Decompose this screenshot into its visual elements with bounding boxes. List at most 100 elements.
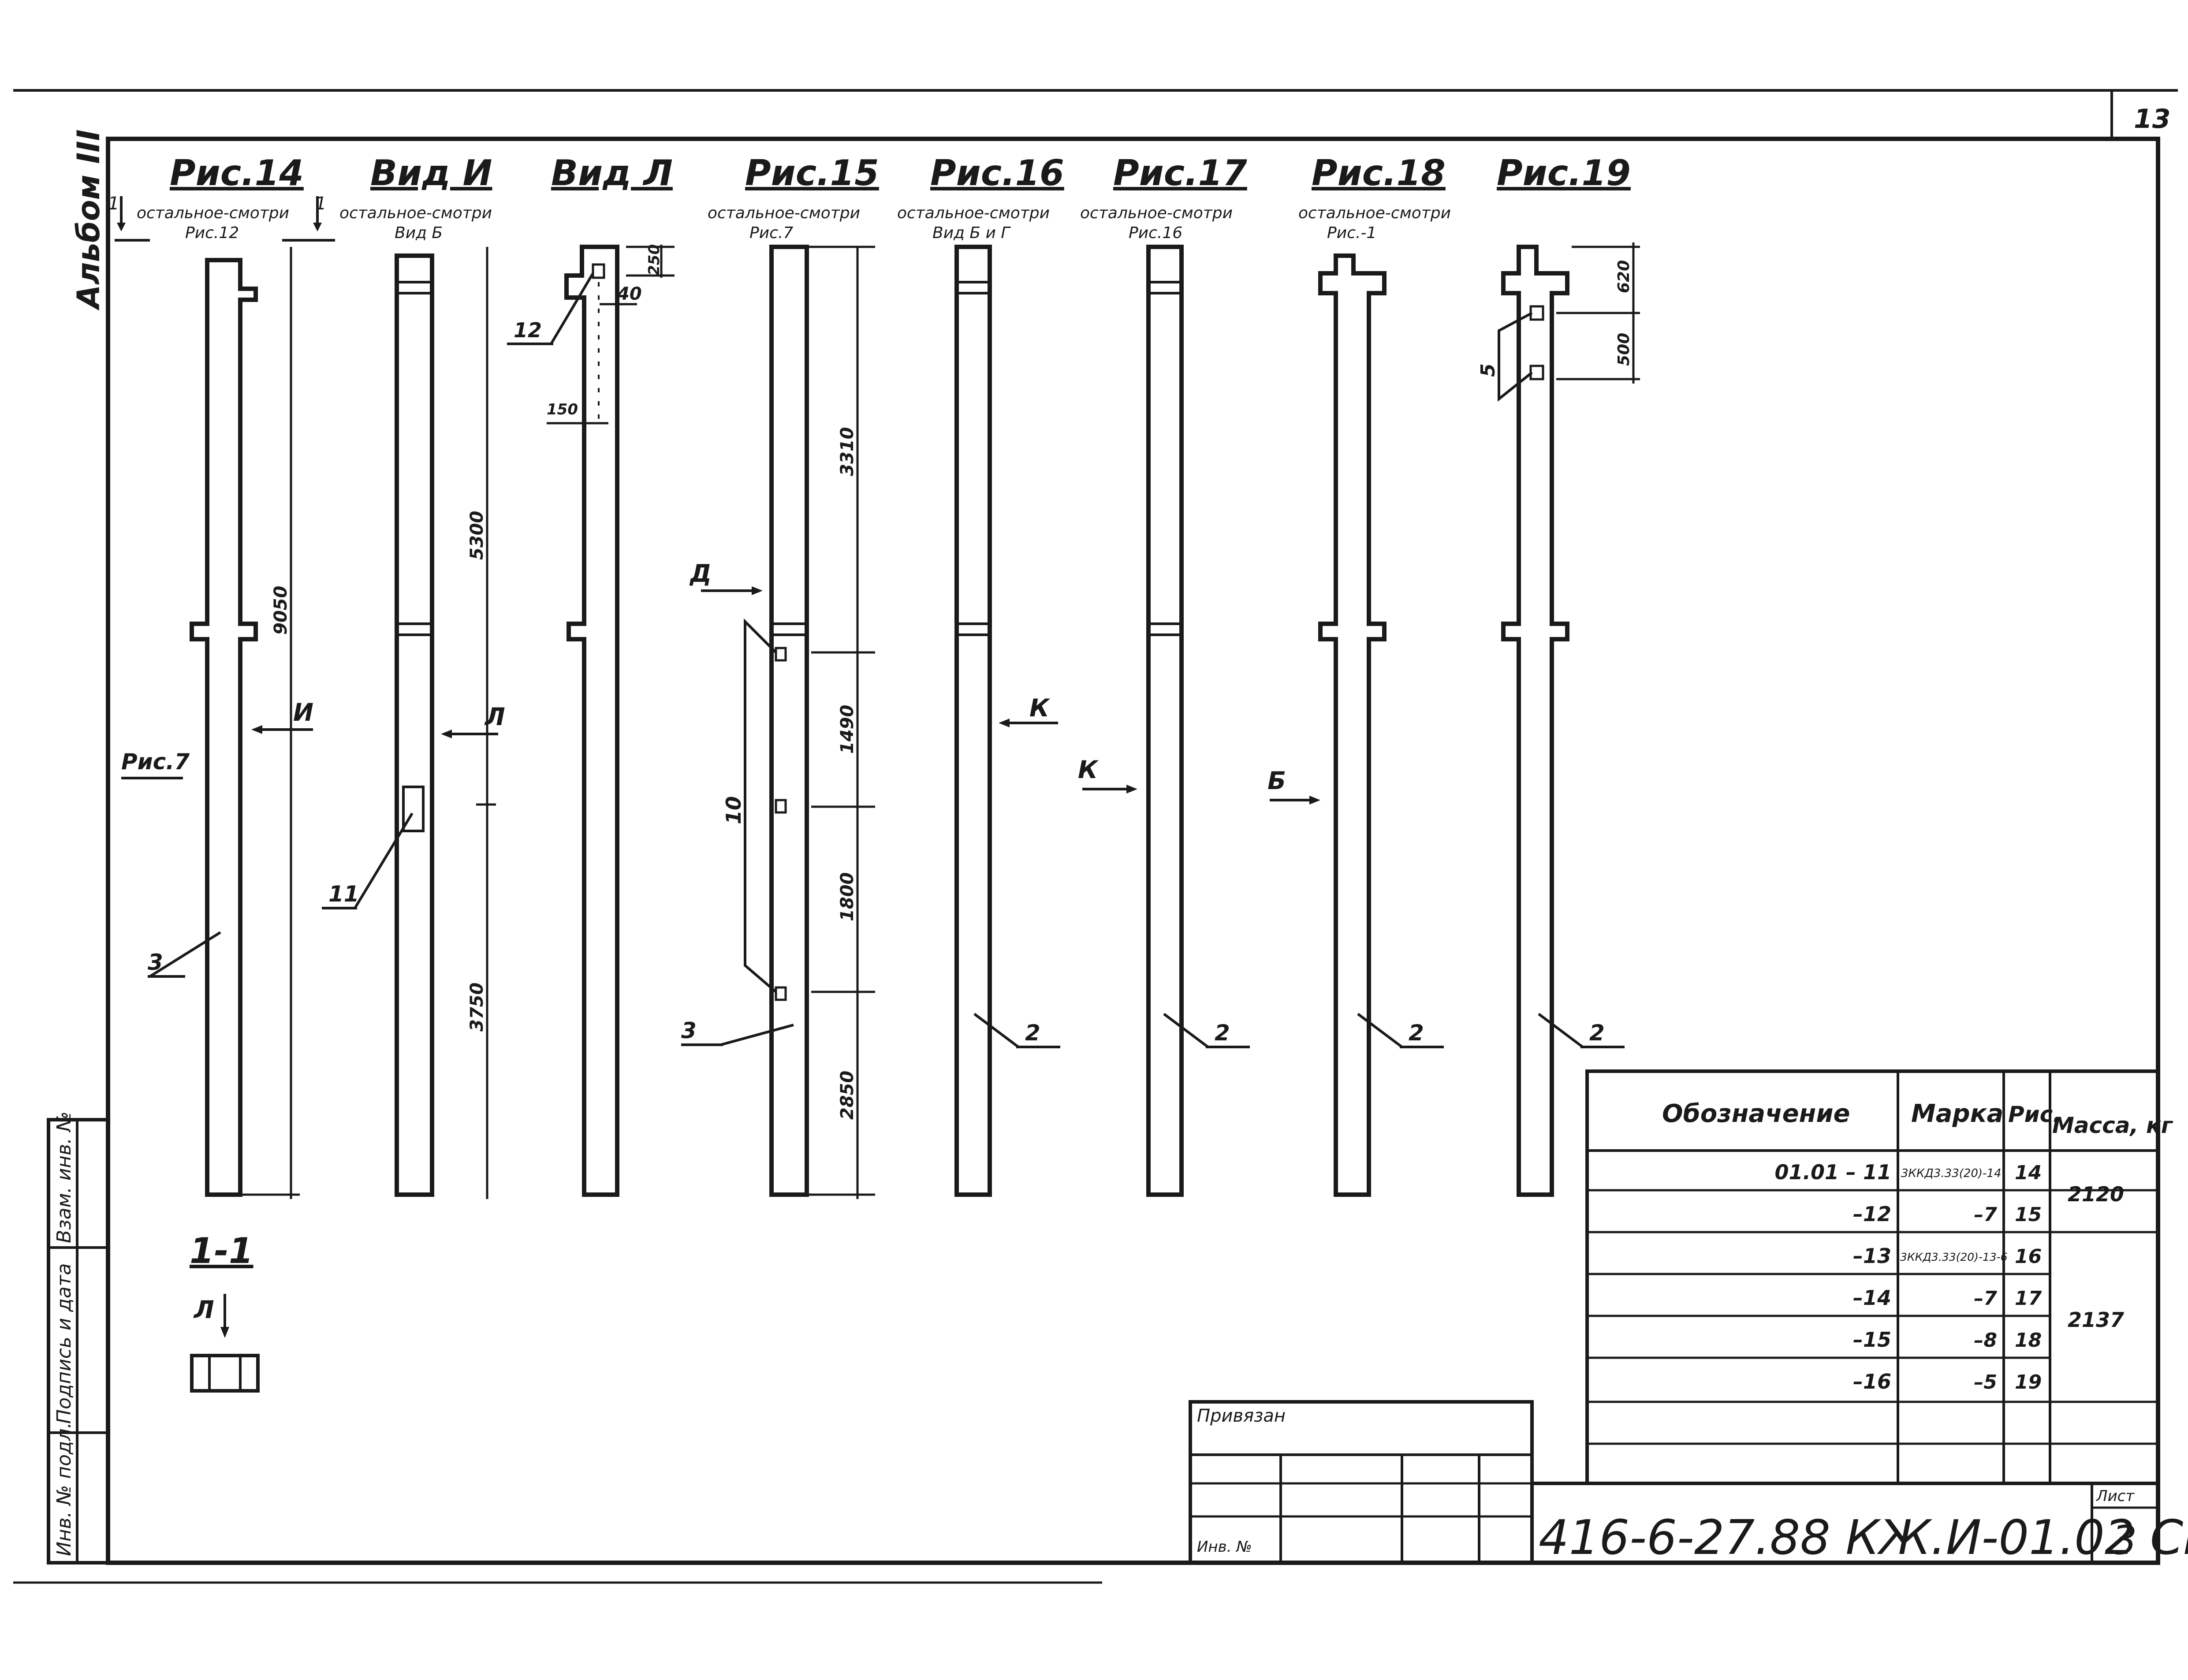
row1-mark: 3ККД3.33(20)-14 xyxy=(1901,1167,2002,1180)
leader-12: 12 xyxy=(514,318,542,342)
title-block-box xyxy=(1530,1482,2160,1565)
document-code: 416-6-27.88 КЖ.И-01.02 СБ xyxy=(1539,1510,2188,1565)
mass-2137: 2137 xyxy=(2068,1308,2124,1332)
view-i: Вид И остальное-смотри Вид Б 5300 3750 Л… xyxy=(322,153,505,1199)
side-stamp-replacement: Взам. инв. № xyxy=(53,1111,75,1243)
figure-17-note-ref: Рис.16 xyxy=(1129,224,1182,242)
binding-label: Привязан xyxy=(1197,1406,1286,1426)
embedded-plate xyxy=(402,786,425,832)
view-i-title: Вид И xyxy=(370,153,492,194)
leader-3: 3 xyxy=(148,950,163,975)
embedded-item xyxy=(775,647,787,662)
row5-mark: –8 xyxy=(1974,1329,1997,1352)
row2-mark: –7 xyxy=(1974,1203,1997,1226)
section-shape xyxy=(190,1354,260,1393)
dim-5300: 5300 xyxy=(467,511,487,560)
figure-16-note: остальное-смотри xyxy=(897,204,1050,222)
section-view-label: Л xyxy=(193,1296,214,1324)
view-arrow-b xyxy=(1309,796,1320,805)
section-1-1: 1-1 Л xyxy=(190,1230,260,1393)
sheet-number: 3 xyxy=(2112,1517,2137,1564)
view-i-note-ref: Вид Б xyxy=(395,224,443,242)
view-arrow-d xyxy=(752,586,763,595)
view-label-k-fig17: К xyxy=(1078,756,1099,784)
row3-designation: –13 xyxy=(1853,1244,1891,1268)
leader-2-fig19: 2 xyxy=(1589,1020,1605,1046)
leader-line xyxy=(720,1024,794,1046)
inventory-label: Инв. № xyxy=(1197,1538,1252,1556)
header-mass: Масса, кг xyxy=(2052,1113,2173,1138)
leader-bracket xyxy=(1498,312,1533,402)
leader-2-fig16: 2 xyxy=(1025,1020,1040,1046)
binding-stamp: Привязан Инв. № xyxy=(1189,1400,1534,1565)
row3-mark: 3ККД3.33(20)-13-6 xyxy=(1900,1251,2008,1263)
figure-15-note: остальное-смотри xyxy=(708,204,860,222)
section-cut-left-label: 1 xyxy=(108,194,119,214)
view-arrow-l xyxy=(441,730,452,738)
mass-2120: 2120 xyxy=(2068,1182,2124,1206)
dim-3750: 3750 xyxy=(467,983,487,1032)
view-label-i: И xyxy=(293,698,313,726)
title-block: Лист 3 416-6-27.88 КЖ.И-01.02 СБ xyxy=(1530,1482,2188,1565)
leader-line xyxy=(1163,1013,1209,1048)
figure-19-title: Рис.19 xyxy=(1497,153,1631,194)
leader-line xyxy=(1357,1013,1403,1048)
leader-11: 11 xyxy=(328,881,359,907)
leader-10: 10 xyxy=(722,796,745,824)
spec-table: Обозначение Марка Рис. Масса, кг 01.01 –… xyxy=(1585,1069,2173,1485)
row6-designation: –16 xyxy=(1853,1370,1891,1393)
row6-mark: –5 xyxy=(1974,1371,1997,1393)
row2-fig: 15 xyxy=(2015,1203,2042,1226)
leader-line xyxy=(973,1013,1019,1048)
column-fig15 xyxy=(769,245,809,1197)
leader-2-fig17: 2 xyxy=(1215,1020,1230,1046)
figure-18-note: остальное-смотри xyxy=(1298,204,1451,222)
dim-9050: 9050 xyxy=(271,586,291,635)
view-i-note: остальное-смотри xyxy=(339,204,492,222)
ref-fig7: Рис.7 xyxy=(121,749,190,775)
section-title: 1-1 xyxy=(190,1230,253,1271)
row1-fig: 14 xyxy=(2015,1162,2042,1184)
figure-18-note-ref: Рис.-1 xyxy=(1327,224,1376,242)
view-arrow-k-fig17 xyxy=(1126,785,1137,793)
figure-15-note-ref: Рис.7 xyxy=(749,224,793,242)
view-label-d: Д xyxy=(689,559,712,588)
figure-15: Рис.15 остальное-смотри Рис.7 3310 1490 … xyxy=(681,153,879,1199)
leader-bracket xyxy=(744,618,777,993)
leader-line xyxy=(149,931,221,978)
figure-14-note-ref: Рис.12 xyxy=(185,224,239,242)
row6-fig: 19 xyxy=(2015,1371,2042,1393)
view-label-l: Л xyxy=(484,703,505,731)
section-cut-right-arrow xyxy=(313,223,322,231)
figure-14-note: остальное-смотри xyxy=(137,204,289,222)
side-stamp: Взам. инв. № Подпись и дата Инв. № подл. xyxy=(47,1111,110,1565)
dim-500: 500 xyxy=(1615,333,1633,366)
embedded-anchor xyxy=(592,263,605,279)
embedded-item xyxy=(775,799,787,814)
view-arrow-i xyxy=(251,725,262,734)
side-stamp-signature: Подпись и дата xyxy=(53,1263,75,1424)
row1-designation: 01.01 – 11 xyxy=(1774,1160,1891,1184)
row5-designation: –15 xyxy=(1853,1328,1891,1352)
figure-17-note: остальное-смотри xyxy=(1080,204,1233,222)
row4-designation: –14 xyxy=(1853,1286,1891,1310)
column-fig18 xyxy=(1318,253,1387,1197)
dim-40: 40 xyxy=(617,284,642,304)
sheet-label: Лист xyxy=(2095,1487,2135,1505)
figure-16-note-ref: Вид Б и Г xyxy=(932,224,1011,242)
leader-line xyxy=(354,812,414,909)
figure-17: Рис.17 остальное-смотри Рис.16 К 2 xyxy=(1078,153,1250,1197)
figure-16: Рис.16 остальное-смотри Вид Б и Г К 2 xyxy=(897,153,1064,1197)
column-fig19 xyxy=(1501,245,1569,1197)
leader-2-fig18: 2 xyxy=(1409,1020,1424,1046)
dim-620: 620 xyxy=(1615,260,1633,293)
dim-1490: 1490 xyxy=(837,705,857,754)
section-cut-left-arrow xyxy=(117,223,126,231)
figure-15-title: Рис.15 xyxy=(745,153,879,194)
view-l-title: Вид Л xyxy=(551,153,673,194)
header-fig: Рис. xyxy=(2008,1102,2061,1127)
section-view-arrow xyxy=(220,1327,229,1338)
column-fig14 xyxy=(190,258,258,1197)
column-view-i xyxy=(395,253,434,1197)
view-arrow-k xyxy=(999,719,1010,727)
